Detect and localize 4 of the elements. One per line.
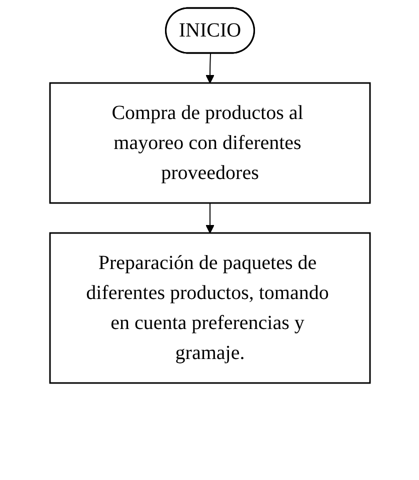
arrow (205, 53, 214, 84)
arrow (205, 202, 214, 234)
node-box: Preparación de paquetes de diferentes productos, tomando en cuenta preferencias y gramaje. (48, 232, 370, 384)
node-box: Compra de productos al mayoreo con diferentes proveedores (48, 82, 370, 204)
